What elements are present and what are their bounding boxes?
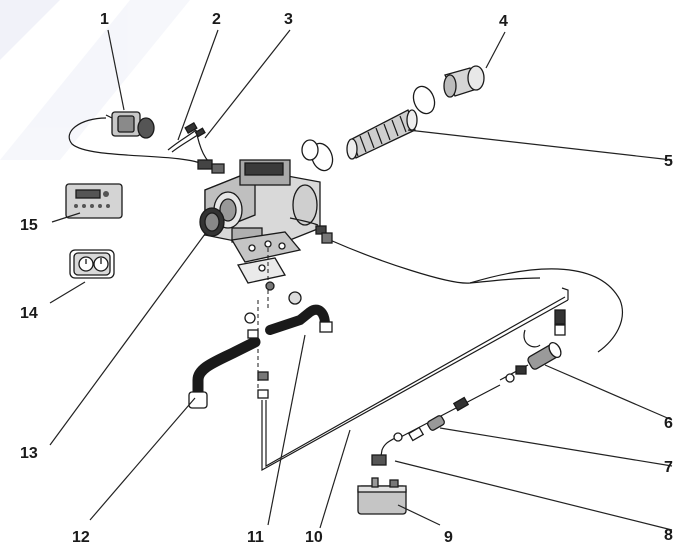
- callout-9: 9: [444, 529, 453, 545]
- callout-4: 4: [499, 13, 508, 30]
- mounting-gasket: [230, 231, 302, 395]
- intake-silencer: [199, 207, 225, 237]
- control-panel: [65, 183, 123, 219]
- pump-cable: [329, 239, 624, 353]
- callout-15: 15: [20, 217, 38, 234]
- exhaust-hose: [188, 304, 333, 409]
- fuel-filter: [394, 384, 501, 442]
- callout-3: 3: [284, 11, 293, 28]
- fuel-pump: [499, 341, 562, 383]
- callout-7: 7: [664, 459, 673, 476]
- callout-2: 2: [212, 11, 221, 28]
- callout-13: 13: [20, 445, 38, 462]
- rotary-switch: [69, 249, 115, 279]
- fuel-standpipe: [371, 432, 403, 466]
- callout-11: 11: [247, 529, 264, 545]
- fuel-tank: [357, 477, 407, 515]
- callout-labels: 1 2 3 4 5 6 7 8 9 10 11 12 13 14 15: [20, 11, 673, 545]
- switch-with-cable: [68, 111, 206, 166]
- callout-1: 1: [100, 11, 109, 28]
- callout-12: 12: [72, 529, 90, 545]
- callout-10: 10: [305, 529, 323, 545]
- callout-8: 8: [664, 527, 673, 544]
- flex-pipe: [301, 65, 485, 172]
- watermark: [0, 0, 190, 160]
- wire-harness: [167, 122, 225, 174]
- fuel-fittings: [257, 309, 566, 399]
- callout-5: 5: [664, 153, 673, 170]
- leader-lines: [49, 29, 673, 531]
- callout-6: 6: [664, 415, 673, 432]
- fuel-line: [261, 287, 569, 472]
- callout-14: 14: [20, 305, 38, 322]
